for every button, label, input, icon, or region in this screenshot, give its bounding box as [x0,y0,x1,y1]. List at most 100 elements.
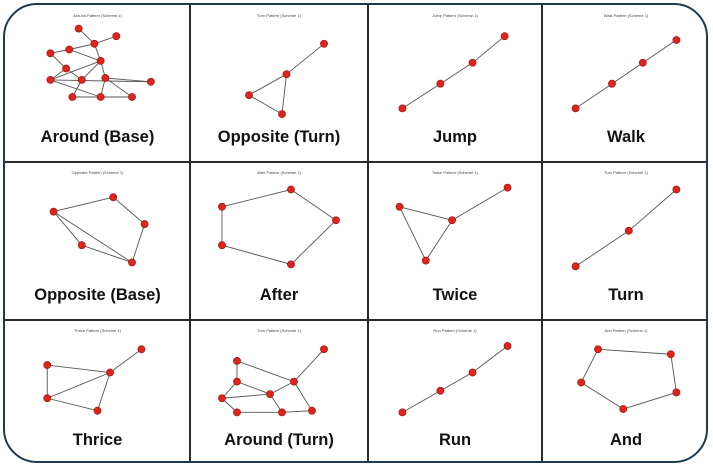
graph-node [672,36,681,44]
graph-subtitle: Turn Pattern (Scheme 1) [604,170,649,175]
graph-node [218,241,226,250]
graph-edge [221,393,271,399]
graph-edge [281,410,313,413]
graph-node [290,377,298,386]
graph-subtitle: Turn Pattern (Scheme 1) [257,13,302,18]
pattern-panel: Turn Pattern (Scheme 1)Turn [542,162,706,320]
graph-node [672,185,681,194]
graph-edge [236,381,271,395]
graph-edge [580,382,624,410]
graph-subtitle: Opposite Pattern (Scheme 1) [72,170,124,175]
graph-node [68,93,77,101]
graph-edge [293,348,325,382]
graph-edge [290,219,337,265]
panel-caption: Opposite (Turn) [217,128,341,146]
graph-edge [221,189,292,208]
graph-edge [451,187,508,221]
graph-canvas: Run Pattern (Scheme 1) [398,328,512,417]
graph-edge [69,49,101,62]
graph-edge [105,77,133,98]
graph-node [282,70,291,79]
graph-edge [611,62,644,85]
pattern-panel: Jump Pattern (Scheme 1)Jump [368,5,542,162]
graph-node [46,49,55,58]
pattern-panel: Opposite Pattern (Scheme 1) Opposite (Bas… [5,162,190,320]
graph-canvas: Twice Pattern (Scheme 1) [395,170,512,265]
grid-horizontal-divider [5,319,706,321]
graph-subtitle: Thrice Pattern (Scheme 1) [74,328,122,333]
pattern-panel: After Pattern (Scheme 1)After [190,162,368,320]
graph-node [43,361,52,369]
graph-edge [236,360,295,383]
panel-caption: Walk [607,128,645,146]
graph-node [112,32,121,41]
graph-canvas: Walk Pattern (Scheme 1) [571,13,681,113]
graph-node [128,93,136,101]
graph-node [146,77,155,86]
graph-node [571,104,580,113]
pattern-panel: And Pattern (Scheme 1)And [542,320,706,461]
graph-edge [105,77,151,83]
graph-node [96,93,105,101]
graph-node [619,405,628,413]
panel-caption: Run [438,431,472,449]
graph-edge [472,35,505,64]
graph-node [233,357,241,365]
graph-edge [575,230,630,267]
graph-canvas: Turn Pattern (Scheme 1) [218,328,328,417]
graph-node [65,45,74,54]
graph-canvas: Turn Pattern (Scheme 1) [245,13,328,118]
graph-edge [399,206,453,221]
graph-edge [53,211,133,263]
graph-node [571,262,580,271]
graph-canvas: Thrice Pattern (Scheme 1) [43,328,146,415]
graph-node [398,104,407,113]
grid-vertical-divider [541,5,543,461]
graph-node [46,76,55,84]
graph-node [278,110,286,118]
panel-caption: Opposite (Base) [34,286,161,304]
graph-edge [440,62,473,85]
graph-edge [131,223,146,263]
graph-edge [290,189,337,221]
graph-edge [293,381,313,411]
panel-caption: Thrice [72,431,123,449]
graph-node [43,394,52,403]
pattern-panel: Twice Pattern (Scheme 1)Twice [368,162,542,320]
graph-edge [47,397,98,412]
graph-node [332,216,340,225]
graph-node [106,368,114,377]
graph-subtitle: Turn Pattern (Scheme 1) [257,328,302,333]
graph-edge [425,219,453,261]
graph-subtitle: Walk Pattern (Scheme 1) [604,13,649,18]
pattern-panel: Turn Pattern (Scheme 1) Opposite (Turn) [190,5,368,162]
graph-node [594,345,602,354]
graph-edge [248,94,283,115]
graph-node [49,207,58,216]
graph-node [436,386,445,395]
graph-subtitle: Run Pattern (Scheme 1) [433,328,477,333]
graph-node [468,58,477,67]
graph-edge [47,364,111,373]
graph-node [320,345,328,354]
graph-node [287,185,295,194]
graph-edge [623,392,677,410]
graph-node [266,390,274,398]
graph-edge [97,372,111,411]
graph-node [448,216,456,225]
graph-node [96,57,105,65]
panel-caption: Around (Base) [40,128,155,146]
graph-edge [642,39,677,64]
graph-node [218,202,226,211]
graph-node [137,345,146,354]
graph-node [233,377,241,386]
graph-edge [50,79,151,83]
graph-node [308,406,316,415]
graph-edge [575,83,613,109]
grid-vertical-divider [189,5,191,461]
graph-node [128,258,136,267]
panel-caption: After [259,286,299,304]
graph-node [503,342,512,350]
graph-edge [109,348,142,373]
graph-edge [47,372,111,399]
